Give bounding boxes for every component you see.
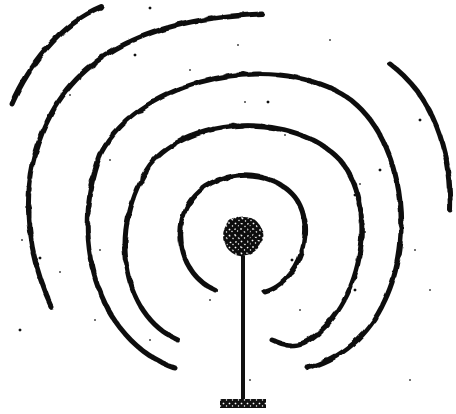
speck [149,339,151,341]
speck [189,69,191,71]
speck [237,44,239,46]
speck [291,259,294,262]
speck [19,329,22,332]
speck [364,231,366,233]
antenna [220,216,266,408]
speck [109,159,111,161]
signal-wave-icon [12,7,102,104]
speck [94,319,96,321]
speck [21,239,23,241]
antenna-ball [223,216,263,256]
speck [267,101,270,104]
speck [354,289,357,292]
speck [134,54,137,57]
signal-wave-icon [28,14,262,308]
speck [359,183,361,185]
speck [59,271,61,273]
speck [429,289,431,291]
speck [249,379,251,381]
antenna-mast [241,250,245,400]
speck [244,101,246,103]
speck [284,134,286,136]
speck [209,299,211,301]
speck [99,249,101,251]
antenna-base [220,399,266,408]
speck [414,249,416,251]
speck [149,7,152,10]
speck [39,257,42,260]
speck [329,39,331,41]
speck [379,169,382,172]
speck [409,379,411,381]
speck [354,194,357,197]
speck [419,119,422,122]
signal-waves [12,7,450,368]
speck [69,94,71,96]
speck [299,309,301,311]
